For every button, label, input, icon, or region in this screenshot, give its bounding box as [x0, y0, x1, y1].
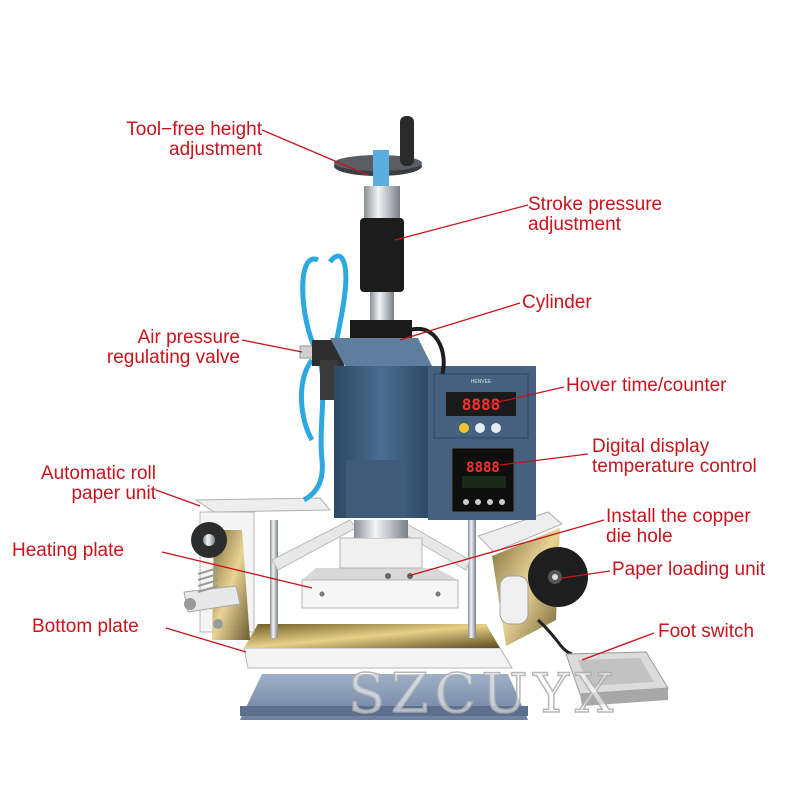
label-line: regulating valve: [106, 347, 240, 368]
left-frame: [183, 497, 332, 640]
label-stroke-pressure: Stroke pressure adjustment: [528, 195, 662, 235]
temp-button-1[interactable]: [463, 499, 469, 505]
leader-bottom: [165, 627, 247, 653]
label-line: Air pressure: [137, 327, 240, 348]
leader-foot: [581, 632, 655, 661]
leader-lines: [155, 129, 655, 661]
right-roller: [528, 547, 588, 607]
brand-label: HENVEE: [471, 379, 492, 385]
base-box: [240, 674, 528, 720]
leader-paper-loading: [561, 570, 611, 579]
label-paper-loading: Paper loading unit: [612, 559, 766, 580]
label-line: temperature control: [592, 456, 757, 477]
leader-auto-roll: [155, 489, 201, 507]
watermark: SZCUYX: [347, 661, 620, 726]
leader-cylinder: [399, 302, 521, 341]
temperature-controller: 8888: [451, 447, 515, 513]
handwheel: [334, 116, 422, 194]
label-foot-switch: Foot switch: [658, 621, 755, 642]
label-automatic-roll: Automatic roll paper unit: [6, 464, 156, 504]
temp-button-2[interactable]: [475, 499, 481, 505]
label-hover-time: Hover time/counter: [566, 375, 727, 396]
counter-button-3[interactable]: [491, 423, 501, 433]
label-line: adjustment: [169, 139, 262, 160]
label-digital-display: Digital display temperature control: [592, 437, 757, 477]
leader-hover: [489, 386, 565, 405]
leader-heating: [161, 551, 313, 589]
counter-button-2[interactable]: [475, 423, 485, 433]
label-cylinder: Cylinder: [522, 292, 592, 313]
label-copper-die: Install the copper die hole: [606, 507, 751, 547]
spindle: [350, 186, 412, 348]
bottom-plate: [243, 624, 513, 669]
leader-air: [241, 339, 303, 353]
temp-display-digits: 8888: [466, 460, 500, 476]
label-line: adjustment: [528, 214, 621, 235]
label-bottom-plate: Bottom plate: [32, 616, 139, 637]
foot-switch: [536, 618, 669, 706]
label-tool-free-height: Tool−free height adjustment: [72, 120, 262, 160]
left-roller: [184, 522, 227, 629]
leader-stroke: [394, 204, 529, 241]
label-line: die hole: [606, 526, 673, 547]
label-line: Stroke pressure: [528, 194, 663, 215]
temp-button-4[interactable]: [499, 499, 505, 505]
label-line: Install the copper: [606, 506, 751, 527]
label-line: Digital display: [592, 436, 710, 457]
label-heating-plate: Heating plate: [12, 540, 124, 561]
leader-tool-free: [261, 129, 369, 176]
counter-button-1[interactable]: [459, 423, 469, 433]
leader-copper: [407, 519, 605, 577]
label-air-pressure: Air pressure regulating valve: [50, 328, 240, 368]
label-line: paper unit: [71, 483, 156, 504]
leader-digital: [499, 453, 589, 466]
label-line: Tool−free height: [126, 119, 262, 140]
label-line: Automatic roll: [40, 463, 156, 484]
hover-counter-panel: HENVEE 8888: [433, 373, 529, 439]
heating-plate: [301, 520, 459, 609]
temp-button-3[interactable]: [487, 499, 493, 505]
hover-display-digits: 8888: [462, 395, 501, 414]
